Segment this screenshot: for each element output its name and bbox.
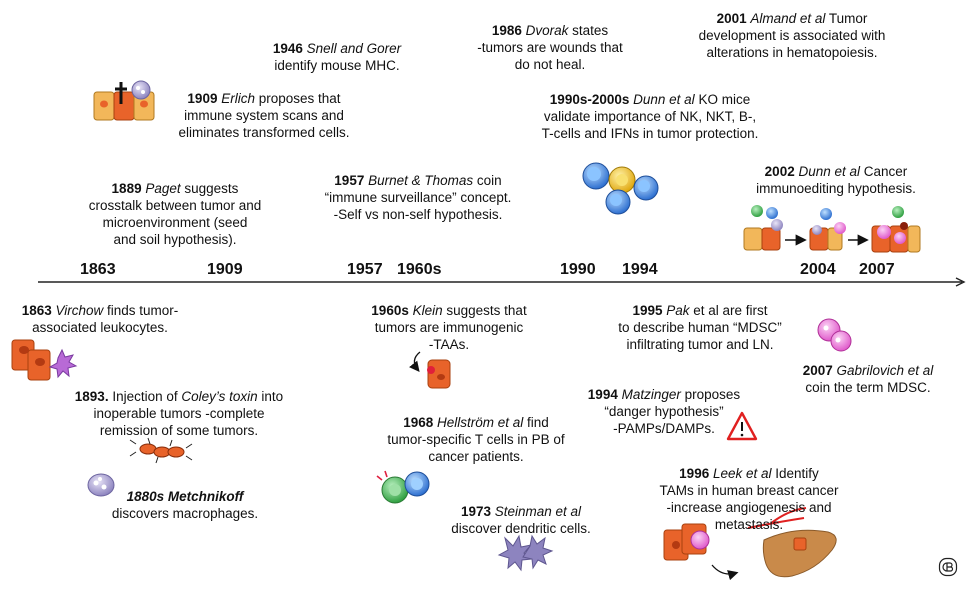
tam-metastasis-illustration xyxy=(663,507,837,581)
event-1893-coley: 1893. Injection of Coley’s toxin into in… xyxy=(74,389,284,438)
cb-logo-icon xyxy=(938,557,958,577)
year-label-1960s: 1960s xyxy=(397,261,442,278)
year-label-1863: 1863 xyxy=(80,261,116,278)
warning-triangle-icon xyxy=(726,411,758,441)
event-1880s-metchnikoff: 1880s Metchnikoff discovers macrophages. xyxy=(111,489,259,521)
event-2007-gabrilovich: 2007 Gabrilovich et al coin the term MDS… xyxy=(802,363,934,395)
year-label-1990: 1990 xyxy=(560,261,596,278)
coley-bacteria-illustration xyxy=(129,437,193,464)
event-1957-burnet-thomas: 1957 Burnet & Thomas coin “immune survei… xyxy=(324,173,512,222)
year-label-1994: 1994 xyxy=(622,261,658,278)
event-1986-dvorak: 1986 Dvorak states -tumors are wounds th… xyxy=(477,23,623,72)
event-1960s-klein: 1960s Klein suggests that tumors are imm… xyxy=(371,303,527,352)
timeline-axis xyxy=(38,277,966,287)
event-1990s-dunn-ko-mice: 1990s-2000s Dunn et al KO mice validate … xyxy=(541,92,759,141)
event-1889-paget: 1889 Paget suggests crosstalk between tu… xyxy=(88,181,262,247)
immunoediting-illustration xyxy=(743,205,921,253)
virchow-illustration xyxy=(11,339,78,381)
event-2002-dunn-immunoediting: 2002 Dunn et al Cancer immunoediting hyp… xyxy=(756,164,916,196)
event-1994-matzinger: 1994 Matzinger proposes “danger hypothes… xyxy=(587,387,741,436)
event-1973-steinman: 1973 Steinman et al discover dendritic c… xyxy=(451,504,591,536)
year-label-1957: 1957 xyxy=(347,261,383,278)
event-1996-leek: 1996 Leek et al Identify TAMs in human b… xyxy=(659,466,839,532)
event-1863-virchow: 1863 Virchow finds tumor- associated leu… xyxy=(21,303,179,335)
event-1968-hellstrom: 1968 Hellström et al find tumor-specific… xyxy=(387,415,565,464)
event-2001-almand: 2001 Almand et al Tumor development is a… xyxy=(698,11,886,60)
year-label-2004: 2004 xyxy=(800,261,836,278)
t-cells-illustration xyxy=(376,470,430,504)
event-1995-pak: 1995 Pak et al are first to describe hum… xyxy=(618,303,782,352)
dendritic-cells-illustration xyxy=(497,534,554,572)
year-label-2007: 2007 xyxy=(859,261,895,278)
event-1946-snell-gorer: 1946 Snell and Gorer identify mouse MHC. xyxy=(272,41,402,73)
macrophage-illustration xyxy=(87,473,115,497)
year-label-1909: 1909 xyxy=(207,261,243,278)
lymphocyte-cluster-illustration xyxy=(582,162,659,215)
erlich-cells-illustration xyxy=(93,80,155,121)
klein-tumor-illustration xyxy=(409,351,451,389)
event-1909-erlich: 1909 Erlich proposes that immune system … xyxy=(178,91,350,140)
mdsc-illustration xyxy=(817,318,852,352)
